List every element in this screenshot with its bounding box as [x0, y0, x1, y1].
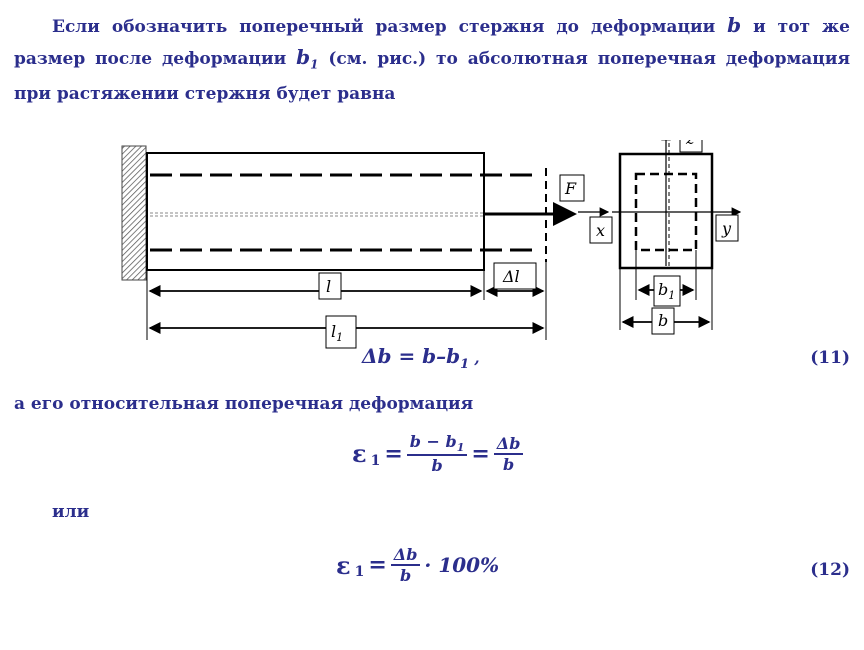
label-dl: Δl [502, 267, 520, 286]
label-b: b [658, 311, 668, 330]
equation-number-11: (11) [810, 348, 850, 368]
frac1-den: b [431, 456, 443, 476]
label-b1: b1 [658, 280, 675, 302]
label-x: x [596, 221, 605, 240]
frac2-den: b [503, 454, 515, 474]
eq12-tail: · 100% [424, 553, 500, 577]
intro-text-2: и тот же размер после деформации [14, 17, 850, 69]
fraction-12: Δb b [390, 545, 421, 585]
frac1-num-sub: 1 [456, 441, 465, 455]
var-b: b [727, 13, 742, 37]
label-F: F [564, 179, 577, 198]
equation-11: Δb = b–b1 , [362, 344, 480, 372]
frac2-num: Δb [493, 434, 524, 455]
intro-text-1: Если обозначить поперечный размер стержн… [52, 17, 728, 37]
var-b1-sub: 1 [310, 57, 319, 72]
eps-sub: 1 [370, 452, 381, 469]
eq11-lhs: Δb = b–b [362, 344, 461, 368]
eps12-symbol: ε [336, 550, 351, 580]
frac12-den: b [399, 566, 412, 585]
relative-deformation-text: а его относительная поперечная деформаци… [14, 394, 474, 414]
label-y: y [721, 219, 732, 238]
fixed-wall [121, 145, 147, 281]
eq11-tail: , [469, 349, 480, 367]
frac1-num: b − b [409, 432, 457, 451]
intro-paragraph: Если обозначить поперечный размер стержн… [14, 10, 850, 109]
fraction-2: Δb b [493, 434, 524, 474]
rod-deformation-figure: F x l Δl l1 z y b1 b [121, 140, 742, 349]
label-l: l [326, 277, 331, 296]
eps-symbol: ε [352, 439, 367, 469]
var-b1: b [296, 45, 311, 69]
rod-body [146, 152, 485, 271]
or-text: или [52, 502, 90, 522]
frac12-num: Δb [390, 545, 421, 566]
eq11-sub: 1 [460, 357, 470, 372]
equation-number-12: (12) [810, 560, 850, 580]
eps12-sub: 1 [354, 564, 365, 580]
intro-text-3: (см. рис.) то абсолютная поперечная дефо… [14, 49, 850, 105]
label-z: z [685, 140, 695, 148]
fraction-1: b − b1 b [406, 432, 468, 476]
label-l1: l1 [331, 322, 343, 344]
